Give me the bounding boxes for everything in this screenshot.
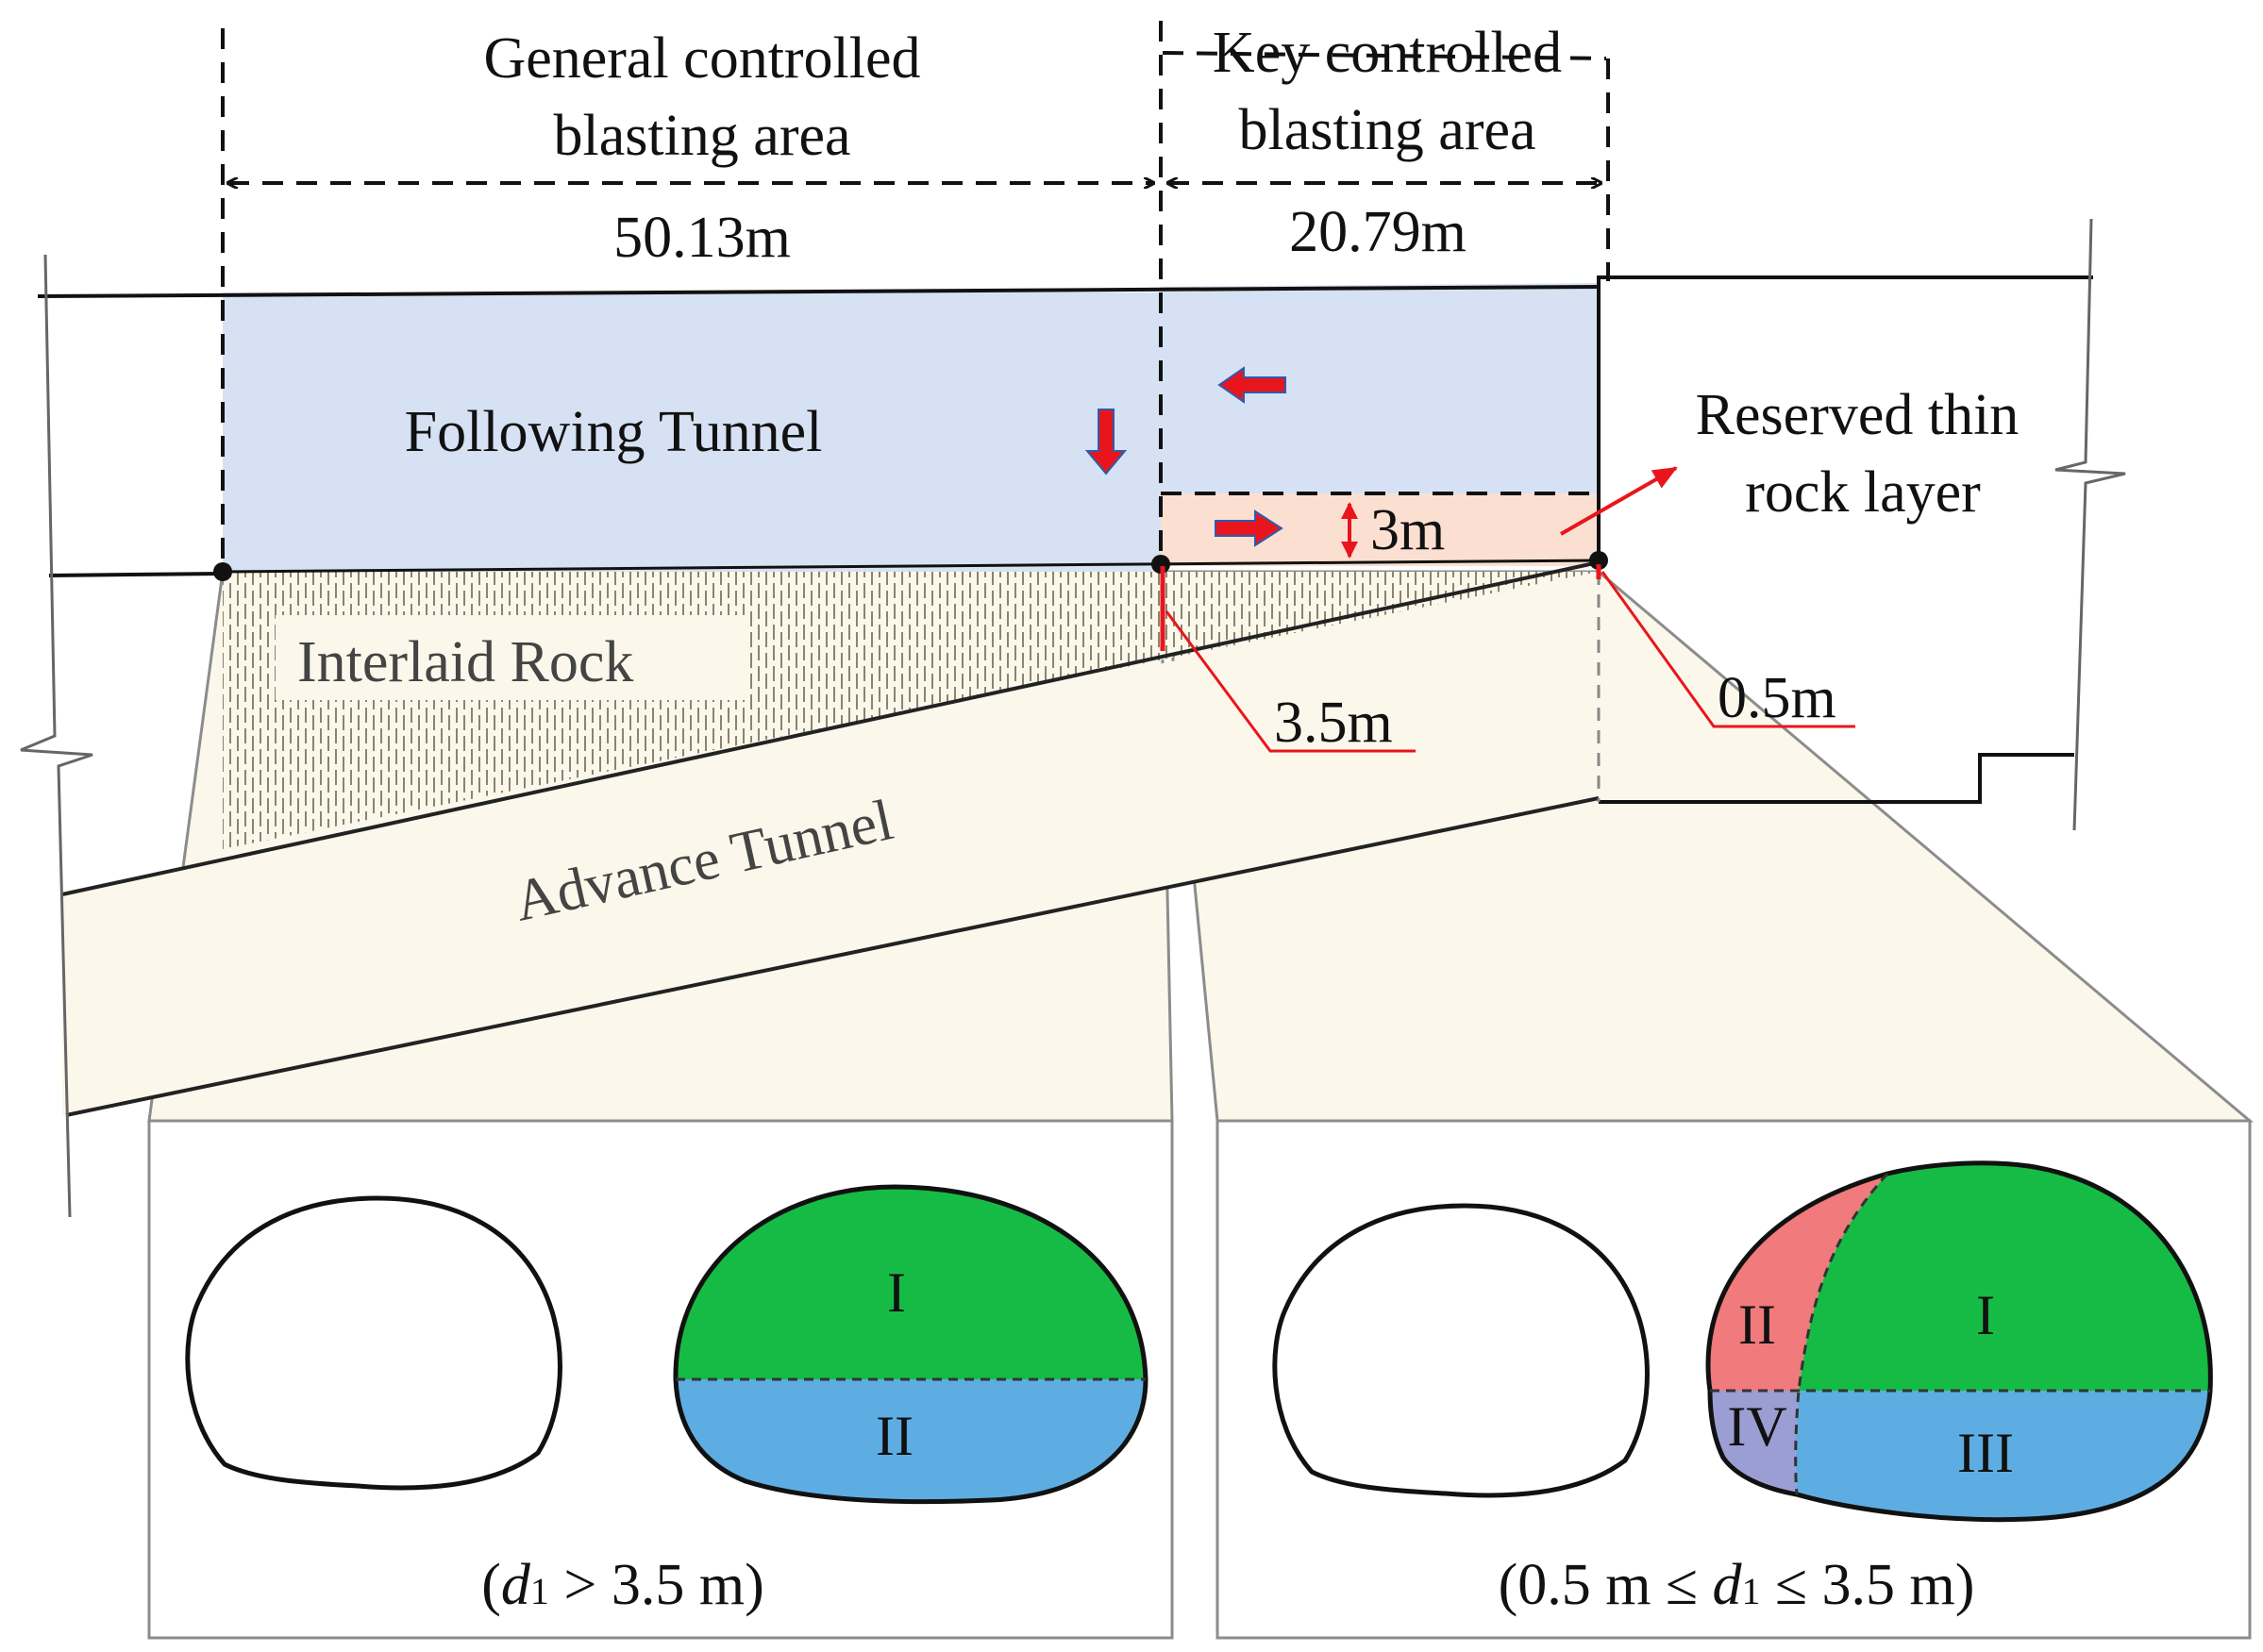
left-zone-II-label: II [876, 1405, 914, 1467]
reserved-layer-pointer-arrow [1560, 466, 1678, 536]
following-tunnel-label: Following Tunnel [405, 400, 823, 464]
general-area-label-line1: General controlled [483, 26, 920, 91]
d-left-label: 3.5m [1274, 691, 1393, 755]
right-zone-I [1799, 1162, 2211, 1391]
right-zone-I-label: I [1976, 1284, 1995, 1346]
right-zone-II [1708, 1174, 1887, 1391]
left-caption-var: d [501, 1553, 531, 1617]
key-area-label-line2: blasting area [1238, 98, 1535, 162]
following-tunnel-bottom-line [222, 559, 1600, 574]
right-section-caption: (0.5 m ≤ d1 ≤ 3.5 m) [1499, 1553, 1975, 1617]
right-zone-IV-label: IV [1727, 1395, 1786, 1458]
right-caption-var: d [1713, 1553, 1743, 1617]
key-area-top-dash [1162, 51, 1607, 60]
advance-tunnel-upper-line [61, 560, 1600, 896]
point-key-end [1589, 551, 1608, 570]
point-area-boundary [1151, 555, 1170, 574]
following-tunnel-body [223, 292, 1161, 572]
right-zone-curved-divider [1794, 1173, 1889, 1495]
reserved-layer-label-line2: rock layer [1745, 460, 1981, 525]
point-general-start [213, 562, 232, 581]
left-caption-open: ( [481, 1553, 501, 1617]
arrow-right-icon [1215, 509, 1283, 547]
d-left-leader-line [1165, 610, 1416, 753]
key-area-label-line1: Key controlled [1213, 21, 1562, 85]
arrow-left-icon [1217, 366, 1286, 404]
left-caption-rest: > 3.5 m) [549, 1553, 764, 1617]
interlaid-rock-label-bg [276, 615, 747, 700]
left-plain-tunnel-section [185, 1195, 562, 1491]
following-tunnel-crown-line [37, 285, 1600, 298]
d-right-label: 0.5m [1718, 666, 1836, 730]
right-break-line [2054, 218, 2126, 831]
left-zone-II [676, 1379, 1146, 1502]
left-zone-I [675, 1187, 1146, 1379]
left-caption-sub: 1 [530, 1570, 549, 1612]
right-zone-II-label: II [1738, 1293, 1776, 1356]
right-plain-tunnel-section [1272, 1203, 1650, 1498]
d-right-leader-line [1601, 571, 1855, 728]
right-caption-open: (0.5 m ≤ [1499, 1553, 1713, 1617]
key-area-upper-body [1161, 283, 1599, 493]
right-zone-III-label: III [1957, 1422, 2014, 1484]
left-zoned-outline [673, 1184, 1148, 1505]
right-zone-III [1795, 1391, 2210, 1520]
interlaid-rock-label: Interlaid Rock [297, 630, 633, 694]
left-zoned-section [673, 1184, 1148, 1505]
right-section-top-line [1597, 275, 2093, 283]
layer-thickness-label: 3m [1370, 498, 1445, 562]
general-area-length: 50.13m [613, 206, 791, 270]
reserved-layer-label-line1: Reserved thin [1696, 383, 2020, 447]
key-area-length: 20.79m [1289, 200, 1467, 264]
advance-tunnel-lower-line [65, 796, 1600, 1117]
left-zone-I-label: I [887, 1261, 906, 1324]
right-zone-IV [1710, 1391, 1799, 1494]
following-tunnel-invert-line [48, 572, 224, 577]
general-area-label-line2: blasting area [553, 104, 850, 168]
left-break-line [20, 254, 93, 1218]
advance-tunnel-body [62, 572, 1599, 1115]
right-caption-sub: 1 [1742, 1570, 1761, 1612]
arrow-down-icon [1084, 409, 1128, 476]
right-zoned-section [1705, 1160, 2213, 1523]
right-caption-rest: ≤ 3.5 m) [1761, 1553, 1975, 1617]
left-section-caption: (d1 > 3.5 m) [481, 1553, 764, 1617]
right-section-bottom-line [1599, 753, 2074, 804]
